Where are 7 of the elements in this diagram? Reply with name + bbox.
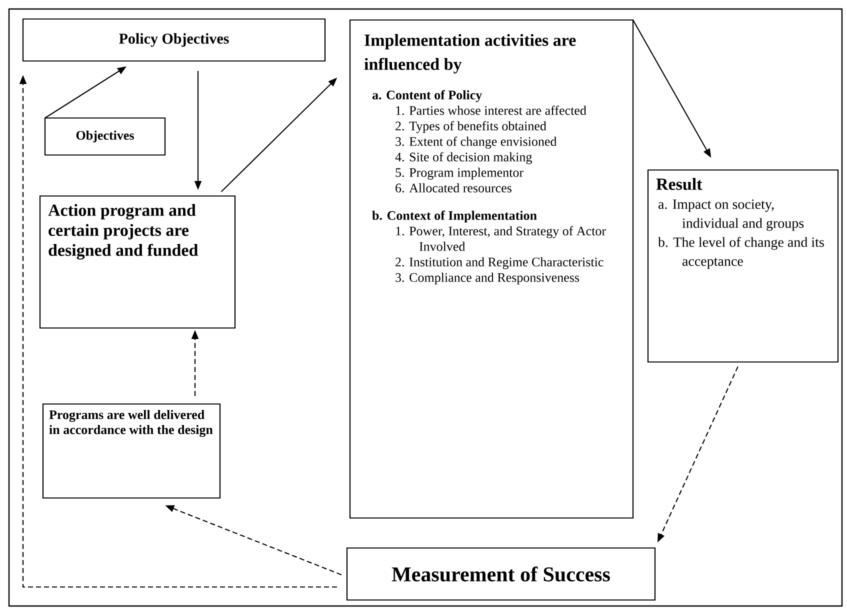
- process-box: Objectives: [44, 117, 166, 156]
- process-box: Action program and certain projects are designed and funded: [39, 195, 236, 329]
- title-box: Policy Objectives: [22, 18, 326, 62]
- process-box: Programs are well delivered in accordance with the design: [42, 403, 221, 499]
- result-box: Result a. Impact on society, individual and groups b. The level of change and its acceptance: [647, 169, 839, 363]
- factor-box: Implementation activities are influenced by a. Content of Policy 1. Parties whose interest are affected 2. Types of benefits obtained 3. Extent of change envisioned 4. Site of decision making 5. Program implementor 6. Allocated resources b. Context of Implementation 1. Power, Interest, and Strategy of Actor Involved 2. Institution and Regime Characteristic 3. Compliance and Responsiveness: [349, 19, 634, 519]
- process-box: Measurement of Success: [346, 547, 656, 601]
